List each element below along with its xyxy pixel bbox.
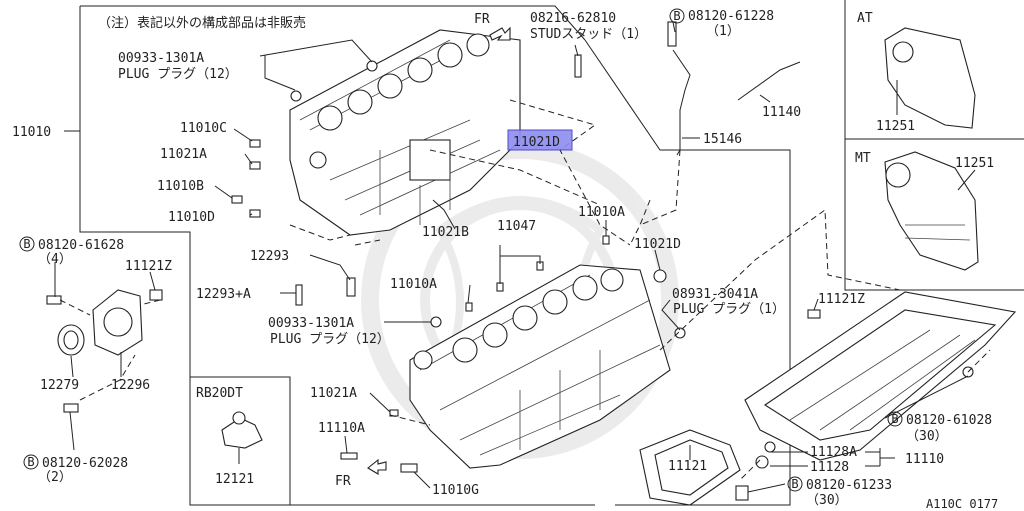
label-plug-right-code: 08931-3041A — [672, 287, 758, 302]
label-11021A-top: 11021A — [160, 147, 207, 162]
label-bolt-pan-qty: （30） — [906, 429, 948, 444]
engine-block-upper-illustration — [289, 29, 521, 236]
label-mt: MT — [855, 151, 871, 166]
label-11021D-mid: 11021D — [634, 237, 681, 252]
label-plug-top-name: PLUG プラグ（12） — [118, 67, 238, 82]
label-11010A-mid: 11010A — [390, 277, 437, 292]
label-bolt-lower-left-code: 08120-62028 — [42, 456, 128, 471]
callout-labels: （注）表記以外の構成部品は非販売 FR FR 11010 00933-1301A… — [12, 9, 998, 511]
oil-gasket-illustration — [639, 429, 741, 506]
label-stud-code: 08216-62810 — [530, 11, 616, 26]
svg-text:B: B — [891, 412, 898, 426]
label-bolt-top-code: 08120-61228 — [688, 9, 774, 24]
label-11010D: 11010D — [168, 210, 215, 225]
label-bolt-left-code: 08120-61628 — [38, 238, 124, 253]
svg-text:B: B — [23, 237, 30, 251]
bolt-marker-icon: B — [23, 454, 39, 470]
label-12121: 12121 — [215, 472, 254, 487]
label-15146: 15146 — [703, 132, 742, 147]
bolt-marker-icon: B — [19, 236, 35, 252]
mt-rear-plate-illustration — [884, 151, 979, 271]
label-11140: 11140 — [762, 105, 801, 120]
label-11110: 11110 — [905, 452, 944, 467]
engine-block-lower-illustration — [409, 264, 671, 469]
fr-arrow-top-icon — [489, 26, 511, 41]
bolt-marker-icons: B B B B B — [19, 8, 903, 492]
at-rear-plate-illustration — [884, 27, 976, 129]
figure-code: A110C 0177 — [926, 497, 998, 511]
label-bolt-bottom-qty: （30） — [806, 493, 848, 508]
label-plug-top-code: 00933-1301A — [118, 51, 204, 66]
label-11121: 11121 — [668, 459, 707, 474]
small-parts — [46, 21, 821, 501]
svg-text:B: B — [673, 9, 680, 23]
label-11128A: 11128A — [810, 445, 857, 460]
fr-arrow-bottom-icon — [367, 458, 387, 475]
label-bolt-pan-code: 08120-61028 — [906, 413, 992, 428]
label-stud-name: STUDスタッド（1） — [530, 27, 647, 42]
label-12279: 12279 — [40, 378, 79, 393]
label-plug-mid-code: 00933-1301A — [268, 316, 354, 331]
label-12293A: 12293+A — [196, 287, 251, 302]
bolt-marker-icon: B — [887, 411, 903, 427]
bolt-marker-icon: B — [787, 476, 803, 492]
label-12293: 12293 — [250, 249, 289, 264]
label-11110A: 11110A — [318, 421, 365, 436]
label-mt-11251: 11251 — [955, 156, 994, 171]
label-at-11251: 11251 — [876, 119, 915, 134]
highlight-box — [507, 129, 573, 151]
label-11021D-highlight: 11021D — [513, 135, 560, 150]
oil-pan-illustration — [744, 291, 1017, 469]
leader-lines — [54, 21, 976, 493]
svg-text:B: B — [791, 477, 798, 491]
svg-text:B: B — [27, 455, 34, 469]
label-11128: 11128 — [810, 460, 849, 475]
frame-lines — [64, 0, 1024, 506]
label-11010G: 11010G — [432, 483, 479, 498]
label-12296: 12296 — [111, 378, 150, 393]
label-11121Z-left: 11121Z — [125, 259, 172, 274]
label-11021A-bottom: 11021A — [310, 386, 357, 401]
label-bolt-left-qty: （4） — [38, 252, 72, 267]
label-rb20dt: RB20DT — [196, 386, 243, 401]
label-11010A-upper: 11010A — [578, 205, 625, 220]
label-11047: 11047 — [497, 219, 536, 234]
label-11010B: 11010B — [157, 179, 204, 194]
label-plug-mid-name: PLUG プラグ（12） — [270, 332, 390, 347]
bolt-marker-icon: B — [669, 8, 685, 24]
label-at: AT — [857, 11, 873, 26]
fr-label-bottom: FR — [335, 474, 351, 489]
label-11010C: 11010C — [180, 121, 227, 136]
label-11121Z-right: 11121Z — [818, 292, 865, 307]
label-plug-right-name: PLUG プラグ（1） — [673, 302, 785, 317]
label-11021B: 11021B — [422, 225, 469, 240]
label-bolt-bottom-code: 08120-61233 — [806, 478, 892, 493]
label-11010: 11010 — [12, 125, 51, 140]
label-bolt-top-qty: （1） — [706, 24, 740, 39]
fr-label-top: FR — [474, 12, 490, 27]
non-sale-note: （注）表記以外の構成部品は非販売 — [98, 15, 306, 31]
label-bolt-lower-left-qty: （2） — [38, 470, 72, 485]
